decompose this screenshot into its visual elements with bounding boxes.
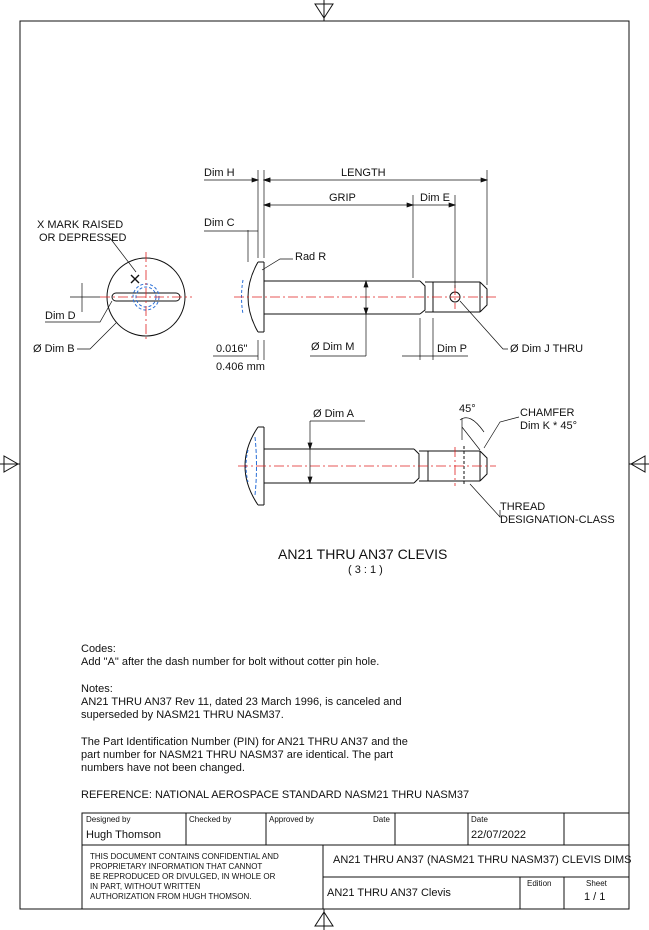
lower-view-dims: [307, 416, 520, 518]
dim-m-label: Ø Dim M: [311, 341, 355, 353]
note-2-line-2: part number for NASM21 THRU NASM37 are i…: [81, 749, 394, 761]
designed-by-value: Hugh Thomson: [86, 829, 162, 841]
inch-value: 0.016": [216, 343, 248, 355]
notes-heading: Notes:: [81, 683, 113, 695]
grip-label: GRIP: [329, 192, 356, 204]
note-1-line-1: AN21 THRU AN37 Rev 11, dated 23 March 19…: [81, 696, 402, 708]
part-name: AN21 THRU AN37 Clevis: [327, 887, 451, 899]
dim-a-label: Ø Dim A: [313, 408, 354, 420]
length-label: LENGTH: [341, 167, 386, 179]
note-2-line-3: numbers have not been changed.: [81, 762, 245, 774]
designed-by-label: Designed by: [86, 815, 131, 824]
edition-label: Edition: [527, 879, 552, 888]
rad-r-label: Rad R: [295, 251, 327, 263]
end-view-centerlines: [100, 252, 192, 342]
x-mark-label-2: OR DEPRESSED: [39, 232, 127, 244]
note-1-line-2: superseded by NASM21 THRU NASM37.: [81, 709, 284, 721]
side-view-centerlines: [234, 285, 496, 309]
thread-label-2: DESIGNATION-CLASS: [500, 514, 615, 526]
codes-heading: Codes:: [81, 643, 116, 655]
warning-line-1: THIS DOCUMENT CONTAINS CONFIDENTIAL AND: [90, 852, 279, 861]
sheet-value: 1 / 1: [584, 891, 606, 903]
dim-e-label: Dim E: [420, 192, 450, 204]
drawing-title: AN21 THRU AN37 (NASM21 THRU NASM37) CLEV…: [333, 854, 632, 866]
side-view-dims: [204, 170, 508, 360]
end-view-leaders: [45, 237, 137, 350]
dim-b-label: Ø Dim B: [33, 343, 75, 355]
x-mark-label-1: X MARK RAISED: [37, 219, 124, 231]
view-scale: ( 3 : 1 ): [348, 564, 383, 576]
sheet-label: Sheet: [586, 879, 607, 888]
dim-h-label: Dim H: [204, 167, 235, 179]
dim-c-label: Dim C: [204, 217, 235, 229]
date-value: 22/07/2022: [471, 829, 527, 841]
mm-value: 0.406 mm: [216, 361, 265, 373]
warning-line-5: AUTHORIZATION FROM HUGH THOMSON.: [90, 892, 252, 901]
date-label: Date: [471, 815, 488, 824]
dim-j-label: Ø Dim J THRU: [510, 343, 584, 355]
chamfer-label-1: CHAMFER: [520, 407, 575, 419]
checked-by-label: Checked by: [189, 815, 232, 824]
lower-view-centerlines: [238, 447, 496, 486]
sheet-border: [19, 20, 630, 910]
warning-line-3: BE REPRODUCED OR DIVULGED, IN WHOLE OR: [90, 872, 276, 881]
chamfer-label-2: Dim K * 45°: [520, 420, 577, 432]
title-block-grid: [81, 812, 630, 910]
dim-p-label: Dim P: [437, 343, 467, 355]
approved-by-label: Approved by: [269, 815, 314, 824]
reference-line: REFERENCE: NATIONAL AEROSPACE STANDARD N…: [81, 789, 470, 801]
approval-date-label: Date: [373, 815, 390, 824]
view-title: AN21 THRU AN37 CLEVIS: [278, 546, 448, 562]
warning-line-2: PROPRIETARY INFORMATION THAT CANNOT: [90, 862, 263, 871]
dim-d-label: Dim D: [45, 310, 76, 322]
warning-line-4: IN PART, WITHOUT WRITTEN: [90, 882, 201, 891]
note-2-line-1: The Part Identification Number (PIN) for…: [81, 736, 408, 748]
thread-label-1: THREAD: [500, 501, 546, 513]
angle-label: 45°: [459, 403, 476, 415]
codes-line: Add "A" after the dash number for bolt w…: [81, 656, 380, 668]
